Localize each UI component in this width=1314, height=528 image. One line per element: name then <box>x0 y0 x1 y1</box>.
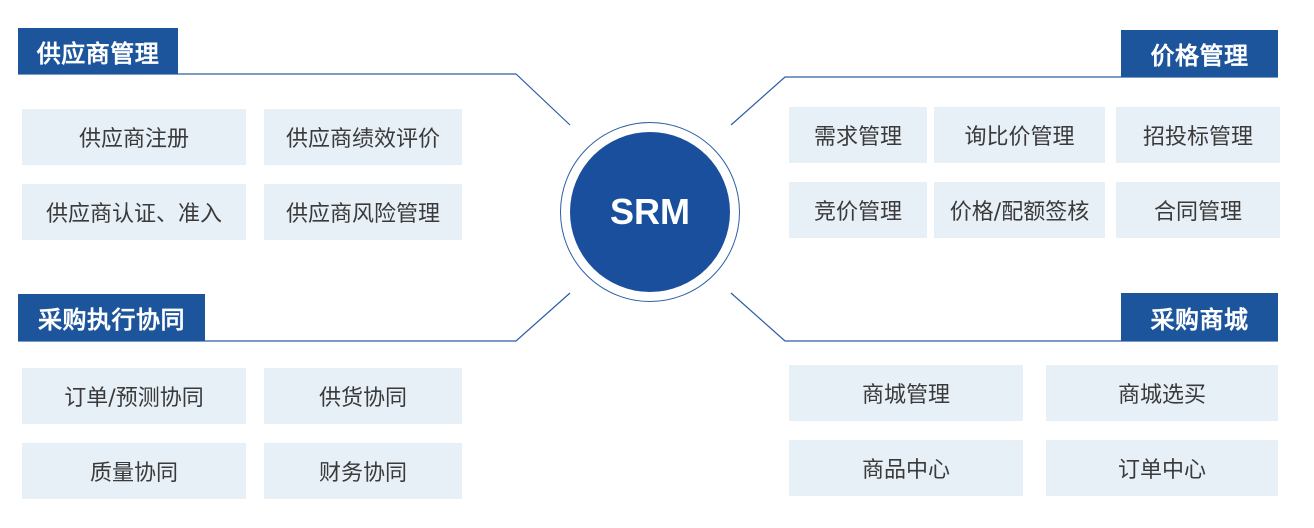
module-bidding[interactable]: 招投标管理 <box>1116 107 1280 163</box>
connector-price <box>730 76 1278 126</box>
srm-center: SRM <box>570 132 730 292</box>
section-title-supplier: 供应商管理 <box>18 28 178 74</box>
connector-execution <box>18 292 571 342</box>
module-supplier-registration[interactable]: 供应商注册 <box>22 109 246 165</box>
module-inquiry[interactable]: 询比价管理 <box>934 107 1105 163</box>
module-supplier-performance[interactable]: 供应商绩效评价 <box>264 109 462 165</box>
module-contract[interactable]: 合同管理 <box>1116 182 1280 238</box>
module-quality[interactable]: 质量协同 <box>22 443 246 499</box>
section-title-mall: 采购商城 <box>1121 293 1278 341</box>
module-mall-shopping[interactable]: 商城选买 <box>1046 365 1278 421</box>
connector-supplier <box>18 73 571 126</box>
module-mall-management[interactable]: 商城管理 <box>789 365 1023 421</box>
module-demand[interactable]: 需求管理 <box>789 107 927 163</box>
section-title-execution: 采购执行协同 <box>18 294 205 341</box>
module-price-quota-approval[interactable]: 价格/配额签核 <box>934 182 1105 238</box>
module-supplier-certification[interactable]: 供应商认证、准入 <box>22 184 246 240</box>
module-product-center[interactable]: 商品中心 <box>789 440 1023 496</box>
module-order-forecast[interactable]: 订单/预测协同 <box>22 368 246 424</box>
module-supply[interactable]: 供货协同 <box>264 368 462 424</box>
module-supplier-risk[interactable]: 供应商风险管理 <box>264 184 462 240</box>
module-auction[interactable]: 竞价管理 <box>789 182 927 238</box>
module-order-center[interactable]: 订单中心 <box>1046 440 1278 496</box>
connector-mall <box>730 292 1278 342</box>
module-finance[interactable]: 财务协同 <box>264 443 462 499</box>
section-title-price: 价格管理 <box>1121 30 1278 77</box>
